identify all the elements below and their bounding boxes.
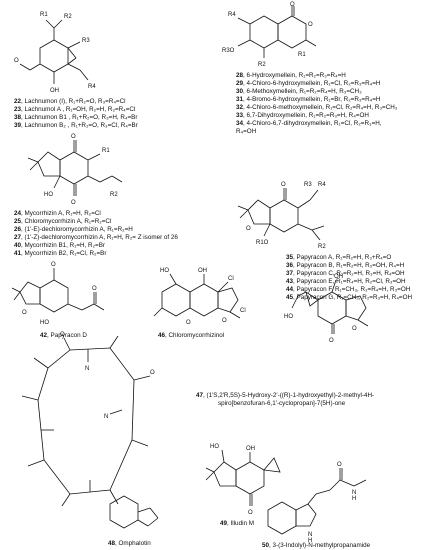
atom-label: R3O bbox=[222, 48, 235, 54]
atom-label: N bbox=[85, 366, 89, 372]
compound-caption-42: 42, Papyracon D bbox=[40, 332, 87, 339]
atom-label: R4 bbox=[88, 84, 96, 90]
atom-label: Cl bbox=[228, 276, 234, 282]
compound-caption-33: 33, 6,7-Dihydroxymellein, R₁=R₂=R₃=H, R₄… bbox=[236, 112, 369, 119]
chloromycorrhizinol-structure-icon: HO OH Cl Cl O O bbox=[153, 268, 246, 326]
compound-caption-24: 24, Mycorrhizin A, R₁=H, R₂=Cl bbox=[14, 210, 101, 217]
atom-label: O bbox=[150, 370, 155, 376]
atom-label: OH bbox=[334, 274, 343, 280]
atom-label: HO bbox=[40, 320, 49, 326]
compound-caption-47: 47, (1′S,2′R,5S)-5-Hydroxy-2′-((R)-1-hyd… bbox=[196, 392, 375, 399]
atom-label: N bbox=[308, 532, 312, 538]
atom-label: R2 bbox=[258, 62, 266, 68]
atom-label: R3 bbox=[304, 182, 312, 188]
atom-label: H bbox=[352, 496, 356, 502]
atom-label: R3 bbox=[82, 38, 90, 44]
compound-caption-30: 30, 6-Methoxymellein, R₁=R₂=R₄=H, R₃=CH₃ bbox=[236, 88, 362, 95]
atom-label: R2 bbox=[64, 14, 72, 20]
atom-label: R4 bbox=[318, 182, 326, 188]
compound-caption-35: 35, Papyracon A, R₁=R₂=H, R₃+R₄=O bbox=[286, 254, 392, 261]
atom-label: N bbox=[352, 490, 356, 496]
compound-caption-22: 22, Lachnumon (I), R₁+R₂=O, R₃=R₄=Cl bbox=[14, 98, 126, 105]
atom-label: HO bbox=[44, 192, 53, 198]
atom-label: O bbox=[329, 338, 334, 344]
mellein-structure-icon: R4 R3O R2 R1 O O bbox=[222, 2, 317, 68]
compound-caption-32: 32, 4-Chloro-6-methoxymellein, R₁=Cl, R₂… bbox=[236, 104, 398, 111]
compound-caption-43: 43, Papyracon E, R₁=R₄=H, R₂=Cl, R₃=OH bbox=[286, 278, 406, 285]
compound-caption-31: 31, 4-Bromo-6-hydroxymellein, R₁=Br, R₂=… bbox=[236, 96, 381, 103]
atom-label: O bbox=[14, 58, 19, 64]
atom-label: N bbox=[104, 414, 108, 420]
atom-label: O bbox=[222, 318, 227, 324]
atom-label: R1 bbox=[40, 12, 48, 18]
compound-caption-39: 39, Lachnumon B₂ , R₁+R₂=O, R₃=Cl, R₄=Br bbox=[14, 122, 138, 129]
atom-label: HO bbox=[210, 444, 219, 450]
atom-label: O bbox=[352, 326, 357, 332]
atom-label: OH bbox=[246, 446, 255, 452]
atom-label: O bbox=[246, 226, 251, 232]
atom-label: O bbox=[186, 320, 191, 326]
compound-caption-27: 27, (1′-Z)-dechloromycorrhizin A, R₁=H, … bbox=[14, 234, 178, 241]
lachnumon-structure-icon: R1 R2 R3 R4 O OH bbox=[14, 12, 96, 94]
compound-caption-34-cont: R₄=OH bbox=[236, 128, 257, 135]
compound-caption-45: 45, Papyracon G, R₁=CH₃, R₂=R₃=H, R₄=OH bbox=[286, 294, 413, 301]
atom-label: O bbox=[290, 2, 295, 8]
compound-caption-28: 28, 6-Hydroxymellein, R₁=R₂=R₃=R₄=H bbox=[236, 72, 346, 79]
illudin-m-structure-icon: HO OH O bbox=[205, 444, 281, 516]
compound-caption-41: 41, Mycorrhizin B2, R₁=Cl, R₂=Br bbox=[14, 250, 107, 257]
atom-label: R4 bbox=[228, 12, 236, 18]
atom-label: R1 bbox=[102, 148, 110, 154]
compound-caption-29: 29, 4-Chloro-6-hydroxymellein, R₁=Cl, R₂… bbox=[236, 80, 381, 87]
compound-caption-44: 44, Papyracon F, R₁=CH₃, R₂=R₄=H, R₃=OH bbox=[286, 286, 411, 293]
atom-label: OH bbox=[198, 268, 207, 274]
compound-caption-49: 49, Illudin M bbox=[220, 520, 254, 527]
atom-label: O bbox=[248, 510, 253, 516]
papyracon-structure-icon: R3 R4 O O R1O R2 bbox=[237, 182, 326, 250]
atom-label: HO bbox=[160, 268, 169, 274]
atom-label: O bbox=[308, 22, 313, 28]
spiro-benzofuranone-structure-icon: OH HO O O bbox=[284, 274, 369, 344]
compound-caption-37: 37, Papyracon C, R₁=R₂=H, R₃=H, R₄=OH bbox=[286, 270, 405, 277]
atom-label: O bbox=[71, 134, 76, 140]
compound-caption-36: 36, Papyracon B, R₁=R₂=H, R₃=OH, R₄=H bbox=[286, 262, 405, 269]
atom-label: O bbox=[281, 182, 286, 188]
atom-label: R1O bbox=[256, 240, 269, 246]
atom-label: O bbox=[71, 200, 76, 206]
atom-label: H bbox=[308, 538, 312, 544]
atom-label: OH bbox=[50, 88, 59, 94]
atom-label: O bbox=[51, 262, 56, 268]
compound-caption-40: 40, Mycorrhizin B1, R₁=H, R₂=Br bbox=[14, 242, 106, 249]
compound-caption-23: 23, Lachnumol A , R₁=OH, R₂=H, R₃=R₄=Cl bbox=[14, 106, 136, 113]
atom-label: O bbox=[22, 310, 27, 316]
atom-label: O bbox=[92, 286, 97, 292]
atom-label: R2 bbox=[318, 244, 326, 250]
atom-label: O bbox=[337, 462, 342, 468]
indolyl-propanamide-structure-icon: O N H N H bbox=[267, 462, 367, 544]
atom-label: Cl bbox=[240, 308, 246, 314]
atom-label: R1 bbox=[298, 52, 306, 58]
compound-caption-50: 50, 3-(3-Indolyl)-N-methylpropanamide bbox=[262, 542, 371, 549]
atom-label: O bbox=[60, 332, 65, 338]
compound-caption-38: 38, Lachnumon B1 , R₁+R₂=O, R₃=H, R₄=Br bbox=[14, 114, 138, 121]
atom-label: HO bbox=[284, 314, 293, 320]
compound-caption-25: 25, Chloromycorrhizin A, R₁=R₂=Cl bbox=[14, 218, 112, 225]
omphalotin-structure-icon: O N O N bbox=[21, 332, 159, 529]
compound-caption-47-cont: spiro[benzofuran-6,1′-cyclopropan]-7(5H)… bbox=[218, 400, 346, 407]
papyracon-d-structure-icon: O O HO O bbox=[11, 262, 105, 326]
atom-label: R2 bbox=[110, 192, 118, 198]
compound-caption-26: 26, (1′-E)-dechloromycorrhizin A, R₁=R₂=… bbox=[14, 226, 133, 233]
compound-caption-34: 34, 4-Chloro-6,7-dihydroxymellein, R₁=Cl… bbox=[236, 120, 382, 127]
mycorrhizin-structure-icon: R1 R2 O O HO bbox=[27, 134, 123, 206]
compound-caption-48: 48, Omphalotin bbox=[108, 540, 151, 547]
compound-caption-46: 46, Chloromycorrhizinol bbox=[158, 332, 225, 339]
